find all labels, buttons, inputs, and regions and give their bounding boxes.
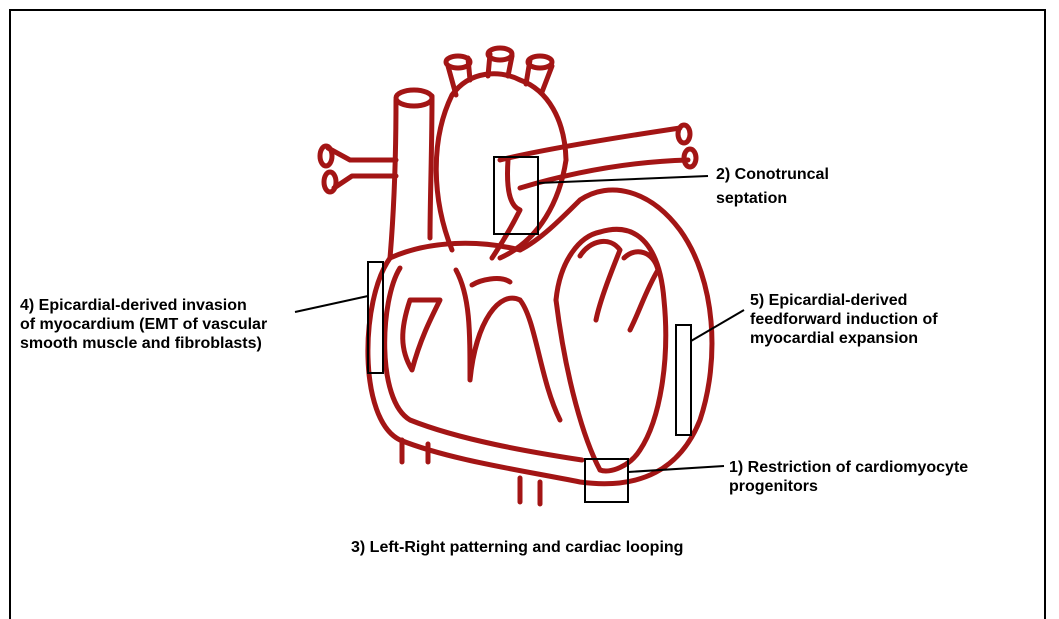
pulmonary-artery-lower — [520, 160, 688, 188]
svc-left-wall — [390, 100, 396, 258]
label-epi-invasion-line-2: of myocardium (EMT of vascular — [20, 315, 267, 334]
svc-opening — [396, 90, 432, 106]
leader-epi-feedforward — [691, 310, 744, 341]
label-restriction: 1) Restriction of cardiomyocyte progenit… — [729, 458, 968, 496]
mitral-fold-1 — [580, 241, 620, 320]
heart-outline — [320, 48, 712, 504]
leader-restriction — [628, 466, 724, 472]
right-ventricle-roof — [472, 279, 510, 285]
label-conotruncal-septation: 2) Conotruncal septation — [716, 165, 829, 208]
label-restriction-line-1: 1) Restriction of cardiomyocyte — [729, 458, 968, 477]
heart-outer-wall — [368, 190, 712, 484]
label-restriction-line-2: progenitors — [729, 477, 968, 496]
pa-opening-1 — [678, 125, 690, 143]
pv-opening-2 — [324, 172, 336, 192]
label-epi-feedforward-line-1: 5) Epicardial-derived — [750, 291, 938, 310]
pulmonary-artery-upper — [500, 128, 680, 160]
label-epi-feedforward-line-3: myocardial expansion — [750, 329, 938, 348]
descending-aorta — [520, 478, 540, 504]
label-epicardial-invasion: 4) Epicardial-derived invasion of myocar… — [20, 296, 267, 353]
svc-right-wall — [430, 96, 432, 238]
leader-epi-invasion — [295, 296, 368, 312]
tricuspid-fold-2 — [520, 300, 560, 420]
label-cardiac-looping: 3) Left-Right patterning and cardiac loo… — [351, 538, 683, 557]
pa-opening-2 — [684, 149, 696, 167]
right-pulmonary-vein-upper — [328, 148, 396, 160]
label-epicardial-feedforward: 5) Epicardial-derived feedforward induct… — [750, 291, 938, 348]
label-epi-feedforward-line-2: feedforward induction of — [750, 310, 938, 329]
label-epi-invasion-line-3: smooth muscle and fibroblasts) — [20, 334, 267, 353]
tricuspid-fold-1 — [456, 270, 520, 380]
label-conotruncal-line-1: 2) Conotruncal — [716, 165, 829, 184]
label-conotruncal-line-2: septation — [716, 189, 829, 208]
label-epi-invasion-line-1: 4) Epicardial-derived invasion — [20, 296, 267, 315]
right-pulmonary-vein-lower — [334, 176, 396, 188]
brachiocephalic-left — [448, 66, 456, 95]
mitral-fold-2 — [624, 252, 658, 330]
right-atrium-fold — [403, 300, 440, 370]
septum-lower — [556, 300, 600, 470]
callout-box-epi-feedforward — [676, 325, 691, 435]
